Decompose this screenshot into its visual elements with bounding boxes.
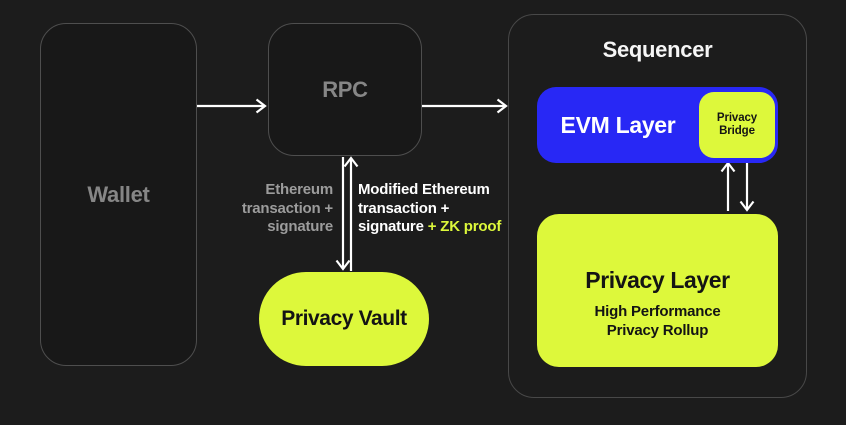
edge-label-line: transaction + [358,199,450,217]
evm-layer-label-wrap: EVM Layer [537,87,699,163]
privacy-layer-subtitle-line: High Performance [594,303,721,320]
edge-label-ethereum-transaction: Ethereum transaction + signature [242,181,333,237]
node-evm-layer: EVM Layer Privacy Bridge [537,87,778,163]
sequencer-container: Sequencer EVM Layer Privacy Bridge Priva… [508,14,807,398]
edge-label-line: Modified Ethereum [358,181,490,198]
privacy-layer-subtitle-line: Privacy Rollup [606,322,709,339]
arrow-privacy-vault-to-rpc [343,156,359,271]
zk-proof-highlight: + ZK proof [427,218,502,235]
node-rpc: RPC [268,23,422,156]
sequencer-title: Sequencer [602,37,713,62]
edge-label-line: transaction + [241,199,333,217]
node-wallet: Wallet [40,23,197,366]
privacy-layer-subtitle: High Performance Privacy Rollup [537,302,778,340]
edge-label-line: Ethereum [265,181,333,198]
evm-layer-label: EVM Layer [560,111,676,138]
node-privacy-layer: Privacy Layer High Performance Privacy R… [537,214,778,367]
arrow-wallet-to-rpc [197,98,267,114]
privacy-vault-label: Privacy Vault [281,307,407,330]
arrow-rpc-to-sequencer [422,98,508,114]
edge-label-modified-transaction: Modified Ethereum transaction + signatur… [358,181,501,237]
privacy-bridge-label: Privacy Bridge [716,111,758,138]
wallet-label: Wallet [87,181,150,207]
edge-label-line: signature+ ZK proof [358,218,501,237]
edge-label-signature-text: signature [358,218,424,235]
arrow-rpc-to-privacy-vault [335,157,351,271]
rpc-label: RPC [322,76,368,102]
node-privacy-vault: Privacy Vault [259,272,429,366]
node-privacy-bridge: Privacy Bridge [699,92,775,158]
privacy-layer-title: Privacy Layer [585,267,730,293]
edge-label-line: signature [267,218,333,235]
